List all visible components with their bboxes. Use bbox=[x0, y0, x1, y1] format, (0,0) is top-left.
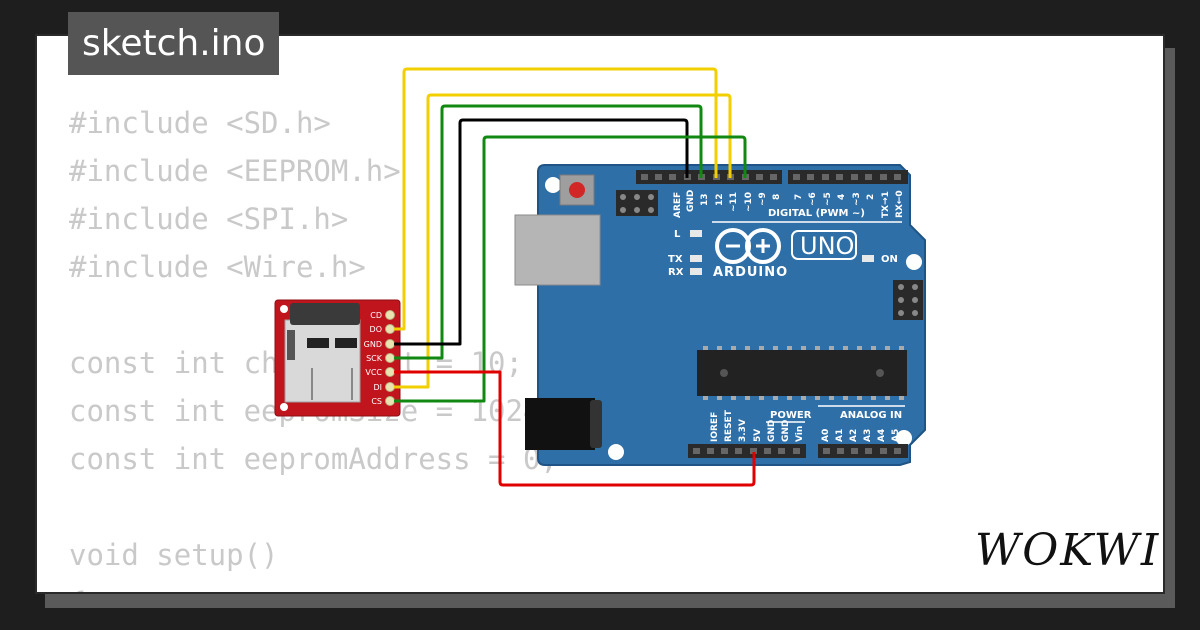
pin-label: ~11 bbox=[729, 192, 739, 212]
mounting-hole bbox=[896, 430, 912, 446]
pin-label: TX→1 bbox=[881, 191, 891, 218]
sd-pin[interactable] bbox=[385, 367, 395, 377]
code-line: const int eepromAddress = 0; bbox=[69, 442, 558, 476]
sd-pin-label: GND bbox=[364, 340, 382, 349]
sd-pin[interactable] bbox=[385, 353, 395, 363]
code-line: #include <SD.h> bbox=[69, 106, 331, 140]
pin-label: Vin bbox=[795, 426, 805, 442]
pin-label: ~3 bbox=[852, 192, 862, 206]
pin-label: ~10 bbox=[744, 192, 754, 212]
pin-label: A0 bbox=[821, 429, 831, 442]
pin-label: A2 bbox=[849, 429, 859, 442]
led-l-label: L bbox=[674, 229, 681, 240]
code-line: void setup() bbox=[69, 538, 279, 572]
wokwi-logo: WOKWI bbox=[975, 525, 1161, 576]
sd-pin[interactable] bbox=[385, 396, 395, 406]
pin-label: A3 bbox=[863, 429, 873, 442]
pin-label: A5 bbox=[891, 429, 901, 442]
led-l bbox=[690, 230, 702, 237]
pin-label: IOREF bbox=[710, 412, 720, 442]
filename-tab[interactable]: sketch.ino bbox=[68, 12, 280, 75]
pin-label: GND bbox=[686, 190, 696, 212]
led-rx-label: RX bbox=[668, 267, 684, 278]
brand-label: ARDUINO bbox=[713, 265, 788, 280]
led-tx-label: TX bbox=[668, 254, 683, 265]
analog-header bbox=[818, 444, 908, 458]
sd-pin[interactable] bbox=[385, 339, 395, 349]
pin-label: A4 bbox=[877, 429, 887, 442]
wire-vcc-5v[interactable] bbox=[394, 370, 756, 487]
sd-card-slot bbox=[284, 303, 361, 403]
code-line: { bbox=[69, 586, 86, 592]
led-on-label: ON bbox=[881, 254, 898, 265]
mounting-hole bbox=[545, 177, 561, 193]
pin-label: 7 bbox=[794, 194, 804, 200]
uno-badge bbox=[791, 230, 857, 260]
led-tx bbox=[690, 255, 702, 262]
model-label: UNO bbox=[800, 232, 854, 260]
pin-label: ~6 bbox=[808, 192, 818, 206]
sd-pin-label: VCC bbox=[365, 368, 382, 377]
led-rx bbox=[690, 268, 702, 275]
icsp-header-right bbox=[893, 280, 923, 320]
code-line: #include <SPI.h> bbox=[69, 202, 349, 236]
pin-label: 12 bbox=[715, 193, 725, 206]
reset-button[interactable] bbox=[559, 174, 595, 206]
pin-label: 4 bbox=[837, 194, 847, 200]
sd-pin-label: SCK bbox=[366, 354, 383, 363]
sd-pin-label: DO bbox=[370, 325, 382, 334]
sd-pin[interactable] bbox=[385, 324, 395, 334]
pin-label: ~9 bbox=[758, 192, 768, 206]
mounting-hole bbox=[906, 254, 922, 270]
arduino-logo-icon bbox=[715, 228, 781, 264]
pin-label: GND bbox=[781, 420, 791, 442]
sd-card-module[interactable]: CD DO GND SCK VCC DI CS bbox=[274, 299, 401, 417]
sd-pin-label: DI bbox=[373, 383, 382, 392]
sd-pin-label: CS bbox=[371, 397, 382, 406]
pin-label: 3.3V bbox=[738, 419, 748, 442]
pin-label: 5V bbox=[753, 429, 763, 442]
wire-cs-d10[interactable] bbox=[394, 135, 747, 403]
digital-label: DIGITAL (PWM ~) bbox=[768, 208, 865, 219]
pin-label: A1 bbox=[835, 429, 845, 442]
led-on bbox=[862, 255, 874, 262]
pin-label: GND bbox=[767, 420, 777, 442]
wire-do-d12[interactable] bbox=[394, 67, 718, 331]
pin-label: RESET bbox=[724, 409, 734, 442]
pin-label: RX←0 bbox=[895, 190, 905, 218]
power-label: POWER bbox=[770, 410, 812, 421]
icsp-header bbox=[616, 190, 658, 216]
code-line: #include <Wire.h> bbox=[69, 250, 366, 284]
power-jack bbox=[525, 398, 602, 450]
sd-pin[interactable] bbox=[385, 382, 395, 392]
pin-label: AREF bbox=[673, 192, 683, 218]
pin-label: 2 bbox=[866, 194, 876, 200]
pin-label: 8 bbox=[772, 194, 782, 200]
digital-header bbox=[636, 170, 908, 184]
microcontroller-chip bbox=[697, 346, 907, 400]
usb-connector bbox=[514, 214, 601, 286]
reset-button-cap[interactable] bbox=[569, 182, 585, 198]
wire-sck-d13[interactable] bbox=[394, 104, 703, 360]
wire-di-d11[interactable] bbox=[394, 93, 732, 389]
analog-label: ANALOG IN bbox=[840, 410, 902, 421]
code-line: #include <EEPROM.h> bbox=[69, 154, 401, 188]
mounting-hole bbox=[608, 444, 624, 460]
pin-label: 13 bbox=[700, 193, 710, 206]
sd-pin-label: CD bbox=[370, 311, 382, 320]
wire-gnd-gnd[interactable] bbox=[394, 118, 689, 346]
power-header bbox=[688, 444, 806, 458]
pin-label: ~5 bbox=[823, 192, 833, 206]
sd-pin[interactable] bbox=[385, 310, 395, 320]
arduino-uno-board[interactable]: AREF GND 13 12 ~11 ~10 ~9 8 7 ~6 ~5 4 ~3… bbox=[514, 164, 926, 466]
